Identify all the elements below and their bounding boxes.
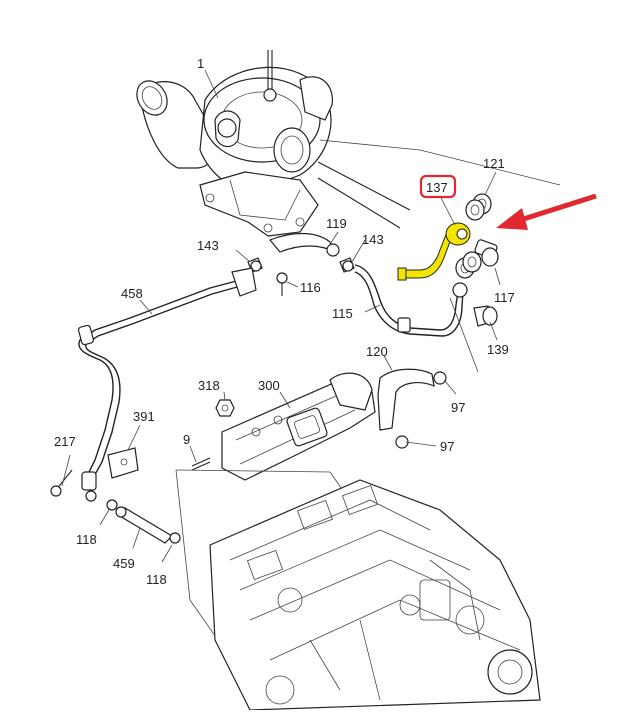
indicator-arrow xyxy=(496,193,597,230)
callout-1: 1 xyxy=(197,56,204,71)
callout-97-lower: 97 xyxy=(440,439,454,454)
clamp-118-left xyxy=(106,499,118,511)
callout-119: 119 xyxy=(326,216,347,231)
callout-459: 459 xyxy=(113,556,135,571)
bracket-391 xyxy=(107,447,139,479)
stud-9 xyxy=(191,457,211,471)
bolt-117 xyxy=(455,239,499,279)
callout-318: 318 xyxy=(198,378,220,393)
callout-217: 217 xyxy=(54,434,76,449)
highlighted-part-137 xyxy=(397,222,471,281)
callout-115: 115 xyxy=(332,306,353,321)
bolt-116 xyxy=(276,272,288,296)
manifold-300 xyxy=(221,372,376,481)
callout-300: 300 xyxy=(258,378,280,393)
bolt-217 xyxy=(50,469,73,497)
callout-139: 139 xyxy=(487,342,509,357)
callout-137: 137 xyxy=(426,180,448,195)
callout-118-right: 118 xyxy=(146,572,167,587)
pipe-115 xyxy=(354,264,468,337)
pipe-458 xyxy=(77,267,257,502)
callout-143-right: 143 xyxy=(362,232,384,247)
clamp-118-right xyxy=(169,532,181,544)
callout-118-left: 118 xyxy=(76,532,97,547)
callout-458: 458 xyxy=(121,286,143,301)
callout-117: 117 xyxy=(494,290,515,305)
callout-143-left: 143 xyxy=(197,238,219,253)
clamp-143-right xyxy=(339,257,355,273)
callout-9: 9 xyxy=(183,432,190,447)
callout-97-upper: 97 xyxy=(451,400,465,415)
callout-391: 391 xyxy=(133,409,155,424)
nut-318 xyxy=(215,399,235,417)
callout-120: 120 xyxy=(366,344,388,359)
hose-459 xyxy=(115,506,173,544)
highlight-box-137 xyxy=(419,174,457,199)
pipe-119 xyxy=(269,232,340,257)
pipe-120 xyxy=(377,368,447,449)
callout-116: 116 xyxy=(300,280,321,295)
turbocharger-part xyxy=(136,50,333,237)
callout-121: 121 xyxy=(483,156,505,171)
washers-121 xyxy=(465,193,492,221)
bolt-139 xyxy=(473,305,498,327)
engine-block xyxy=(209,479,541,711)
